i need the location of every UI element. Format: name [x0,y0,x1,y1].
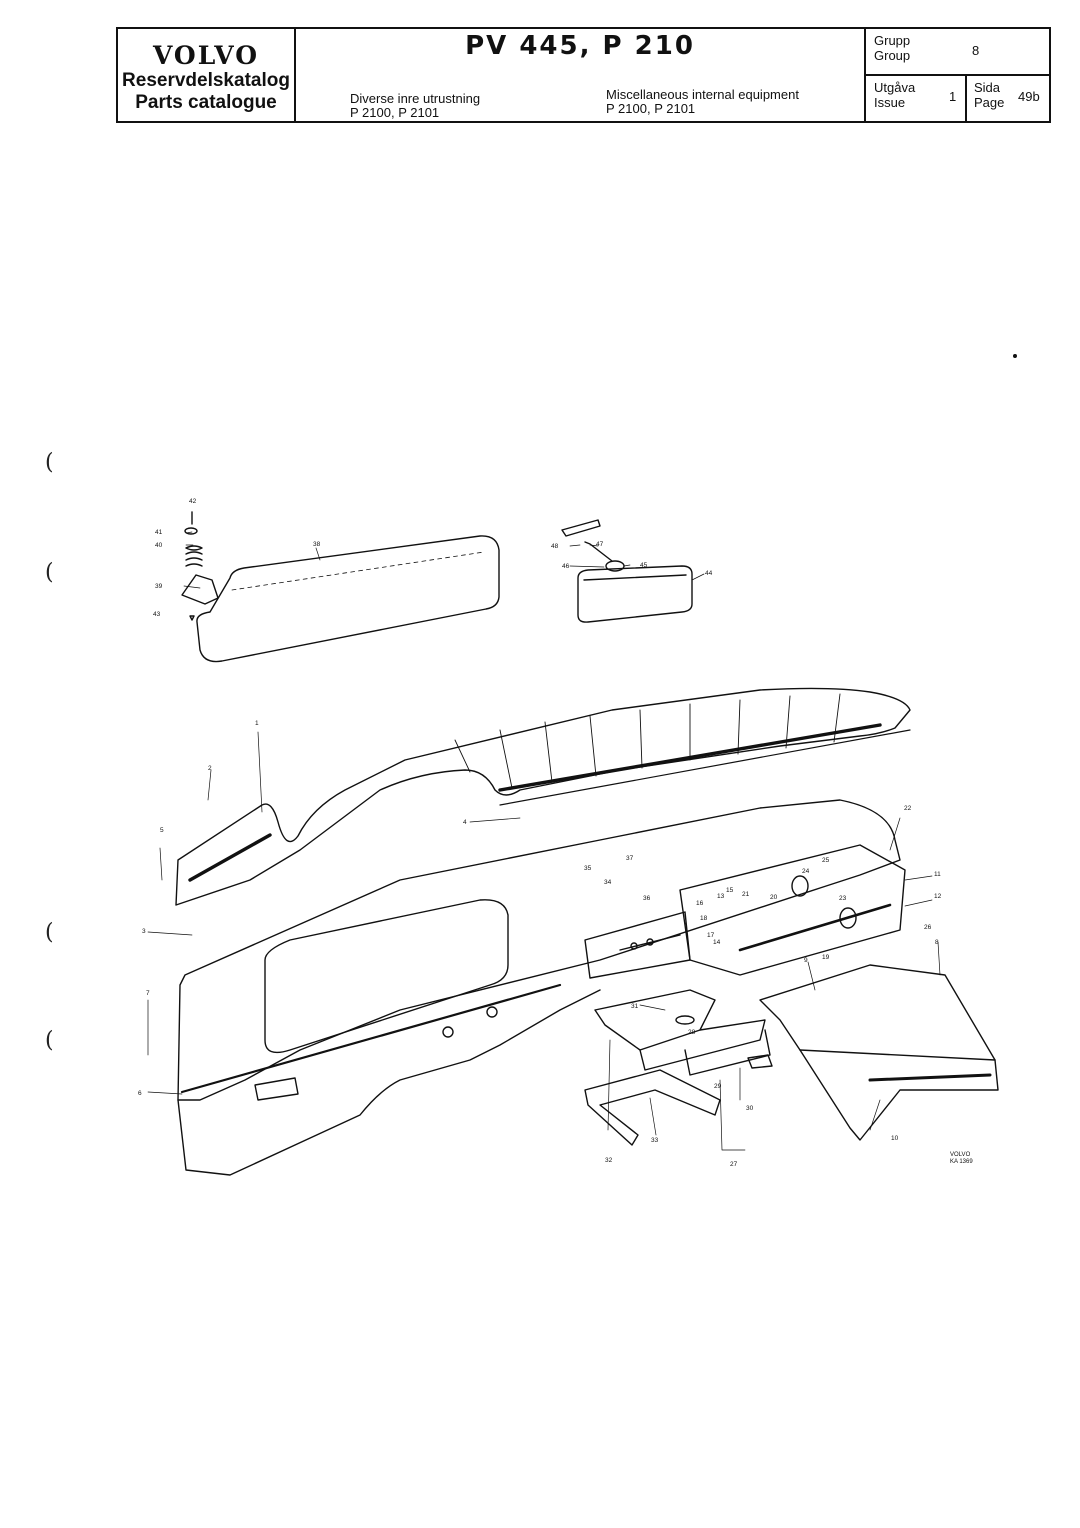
stamp-line: KA 1369 [950,1159,973,1165]
part-label: 11 [934,871,941,878]
part-label: 38 [313,541,321,548]
binding-mark: ( [45,1028,54,1053]
part-label: 18 [700,915,708,922]
part-label: 9 [804,957,808,964]
part-label: 15 [726,887,734,894]
leader-lines [147,531,941,1151]
part-label: 19 [822,954,830,961]
issue-label-sv: Utgåva [874,80,916,95]
part-label: 35 [584,865,592,872]
group-value: 8 [972,43,980,58]
brand-logo: VOLVO [152,41,260,70]
rear-view-mirror-illustration [561,519,693,623]
part-label: 17 [707,932,715,939]
part-label: 12 [934,893,942,900]
part-label: 47 [596,541,604,548]
part-label: 46 [562,563,570,570]
part-label: 23 [839,895,847,902]
page-label: Sida Page [974,80,1004,110]
part-label: 16 [696,900,704,907]
part-label: 1 [255,720,259,727]
part-label: 7 [146,990,150,997]
part-label: 31 [631,1003,639,1010]
part-label: 28 [688,1029,696,1036]
part-label: 14 [713,939,721,946]
part-number-labels: 1 2 3 4 5 6 7 8 9 10 11 12 13 14 15 16 1… [138,498,942,1168]
part-label: 30 [746,1105,754,1112]
part-label: 3 [142,928,146,935]
brand-cell: VOLVO Reservdelskatalog Parts catalogue [118,29,296,121]
sun-visor-illustration [181,511,500,663]
catalog-title-en: Parts catalogue [135,92,277,113]
part-label: 44 [705,570,713,577]
part-label: 48 [551,543,559,550]
part-label: 34 [604,879,612,886]
part-label: 33 [651,1137,659,1144]
part-label: 13 [717,893,725,900]
bracket-illustration [584,1069,721,1146]
stray-dot [1013,354,1017,358]
page-value: 49b [1018,89,1040,104]
model-title: PV 445, P 210 [465,31,695,61]
binding-mark: ( [45,450,54,475]
part-label: 20 [770,894,778,901]
part-label: 21 [742,891,750,898]
part-label: 29 [714,1083,722,1090]
part-label: 43 [153,611,161,618]
part-label: 4 [463,819,467,826]
part-label: 10 [891,1135,899,1142]
group-label-sv: Grupp [874,33,911,48]
issue-value: 1 [949,89,957,104]
part-label: 5 [160,827,164,834]
group-label-en: Group [874,48,911,63]
description-en: Miscellaneous internal equipment P 2100,… [606,88,799,116]
page-label-sv: Sida [974,80,1001,95]
part-label: 27 [730,1161,738,1168]
models-sv-text: P 2100, P 2101 [350,105,440,120]
part-label: 32 [605,1157,613,1164]
part-label: 24 [802,868,810,875]
meta-divider [965,75,967,121]
glove-box-illustration [759,964,999,1141]
issue-label: Utgåva Issue [874,80,915,110]
part-label: 8 [935,939,939,946]
group-label: Grupp Group [874,33,910,63]
part-label: 42 [189,498,197,505]
description-sv: Diverse inre utrustning P 2100, P 2101 [350,92,480,120]
part-label: 41 [155,529,163,536]
binding-mark: ( [45,920,54,945]
description-en-text: Miscellaneous internal equipment [606,87,799,102]
part-label: 45 [640,562,648,569]
part-label: 25 [822,857,830,864]
binding-mark: ( [45,560,54,585]
model-cell: PV 445, P 210 Diverse inre utrustning P … [296,29,866,121]
dashboard-padding-illustration [175,687,911,906]
issue-label-en: Issue [874,95,906,110]
catalog-title-sv: Reservdelskatalog [122,70,290,91]
part-label: 26 [924,924,932,931]
meta-cell: Grupp Group 8 Utgåva Issue 1 Sida Page 4… [866,29,1049,121]
drawing-stamp: VOLVO KA 1369 [950,1152,973,1166]
part-label: 40 [155,542,163,549]
part-label: 37 [626,855,634,862]
part-label: 22 [904,805,912,812]
models-en-text: P 2100, P 2101 [606,101,696,116]
group-box: Grupp Group 8 [866,29,1049,76]
radio-panel-illustration [584,844,906,979]
stamp-line: VOLVO [950,1152,971,1158]
part-label: 36 [643,895,651,902]
description-sv-text: Diverse inre utrustning [350,91,481,106]
title-block: VOLVO Reservdelskatalog Parts catalogue … [116,27,1051,123]
part-label: 39 [155,583,163,590]
ash-tray-illustration [594,989,773,1076]
part-label: 6 [138,1090,142,1097]
page-label-en: Page [974,95,1005,110]
part-label: 2 [208,765,212,772]
dashboard-panel-illustration [177,799,901,1176]
